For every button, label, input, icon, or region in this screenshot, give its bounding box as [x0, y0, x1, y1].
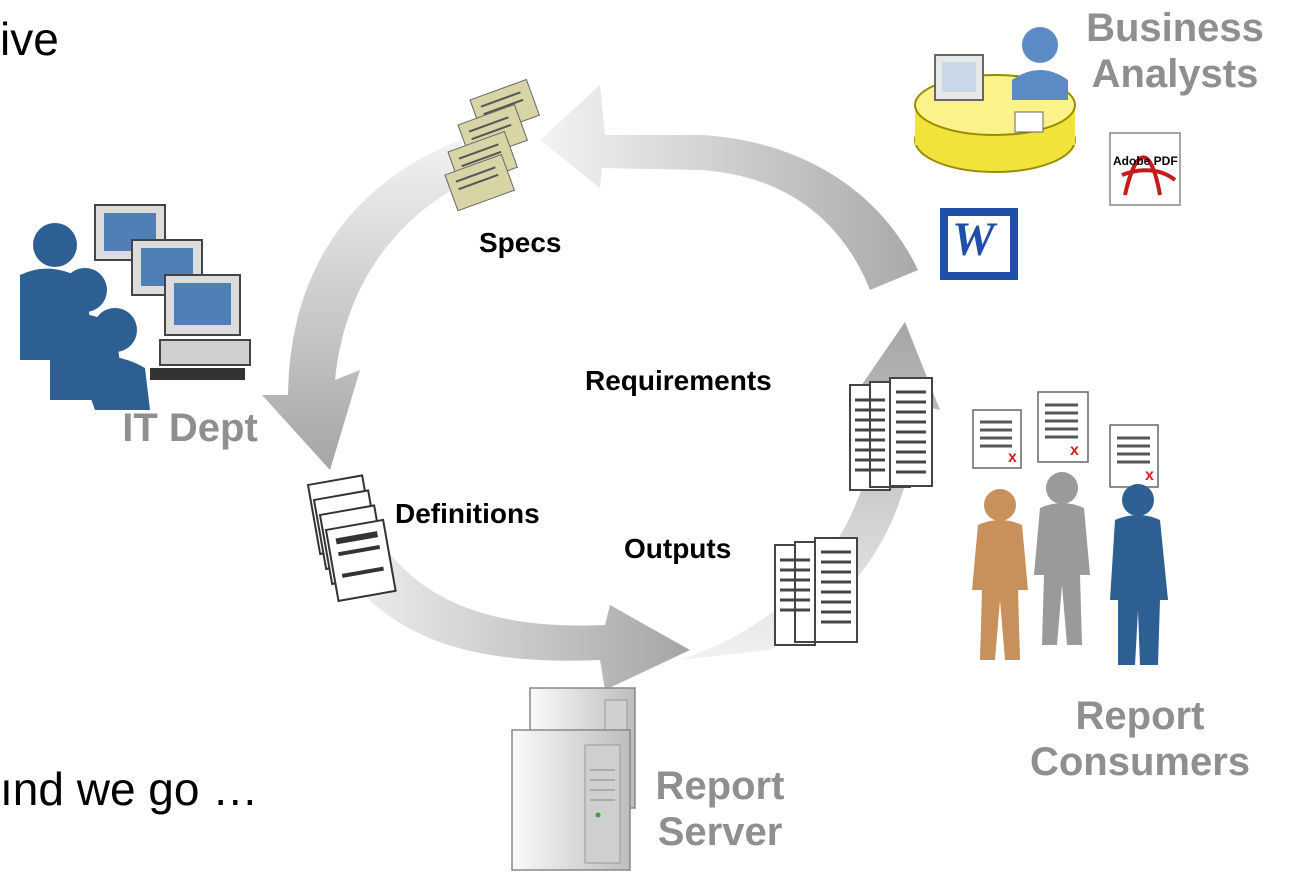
it-dept-illustration-icon	[20, 204, 251, 410]
svg-text:x: x	[1008, 449, 1017, 466]
business-analysts-illustration-icon	[914, 27, 1076, 173]
report-consumers-illustration-icon: x x x	[972, 391, 1168, 665]
report-server-label-line1: Report	[655, 764, 785, 808]
svg-text:x: x	[1070, 442, 1079, 459]
requirements-documents-icon	[849, 377, 933, 491]
business-analysts-label-line2: Analysts	[1091, 52, 1259, 96]
arrow-top	[540, 85, 918, 290]
outputs-documents-icon	[774, 537, 858, 646]
adobe-pdf-icon	[1109, 132, 1181, 206]
specs-label: Specs	[479, 227, 562, 258]
definitions-documents-icon	[306, 474, 397, 603]
definitions-label: Definitions	[395, 498, 540, 529]
svg-text:x: x	[1145, 467, 1154, 484]
bottom-left-text-fragment: ınd we go …	[0, 763, 259, 815]
top-left-text-fragment: ive	[0, 13, 59, 65]
report-server-label: Report Server	[625, 763, 815, 855]
business-analysts-label-line1: Business	[1086, 6, 1264, 50]
word-icon-letter: W	[952, 213, 995, 266]
report-server-illustration-icon	[511, 687, 636, 871]
specs-documents-icon	[444, 78, 541, 212]
report-consumers-label-line1: Report	[1075, 694, 1205, 738]
business-analysts-label: Business Analysts	[1060, 5, 1290, 97]
report-consumers-label: Report Consumers	[1000, 693, 1280, 785]
report-server-label-line2: Server	[657, 810, 783, 854]
it-dept-label: IT Dept	[122, 406, 258, 450]
arrow-left	[262, 140, 470, 470]
adobe-pdf-label: Adobe PDF	[1113, 154, 1178, 168]
requirements-label: Requirements	[585, 365, 772, 396]
arrow-bottom	[335, 540, 690, 690]
outputs-label: Outputs	[624, 533, 732, 564]
report-consumers-label-line2: Consumers	[1029, 740, 1251, 784]
word-document-icon	[940, 208, 1018, 280]
